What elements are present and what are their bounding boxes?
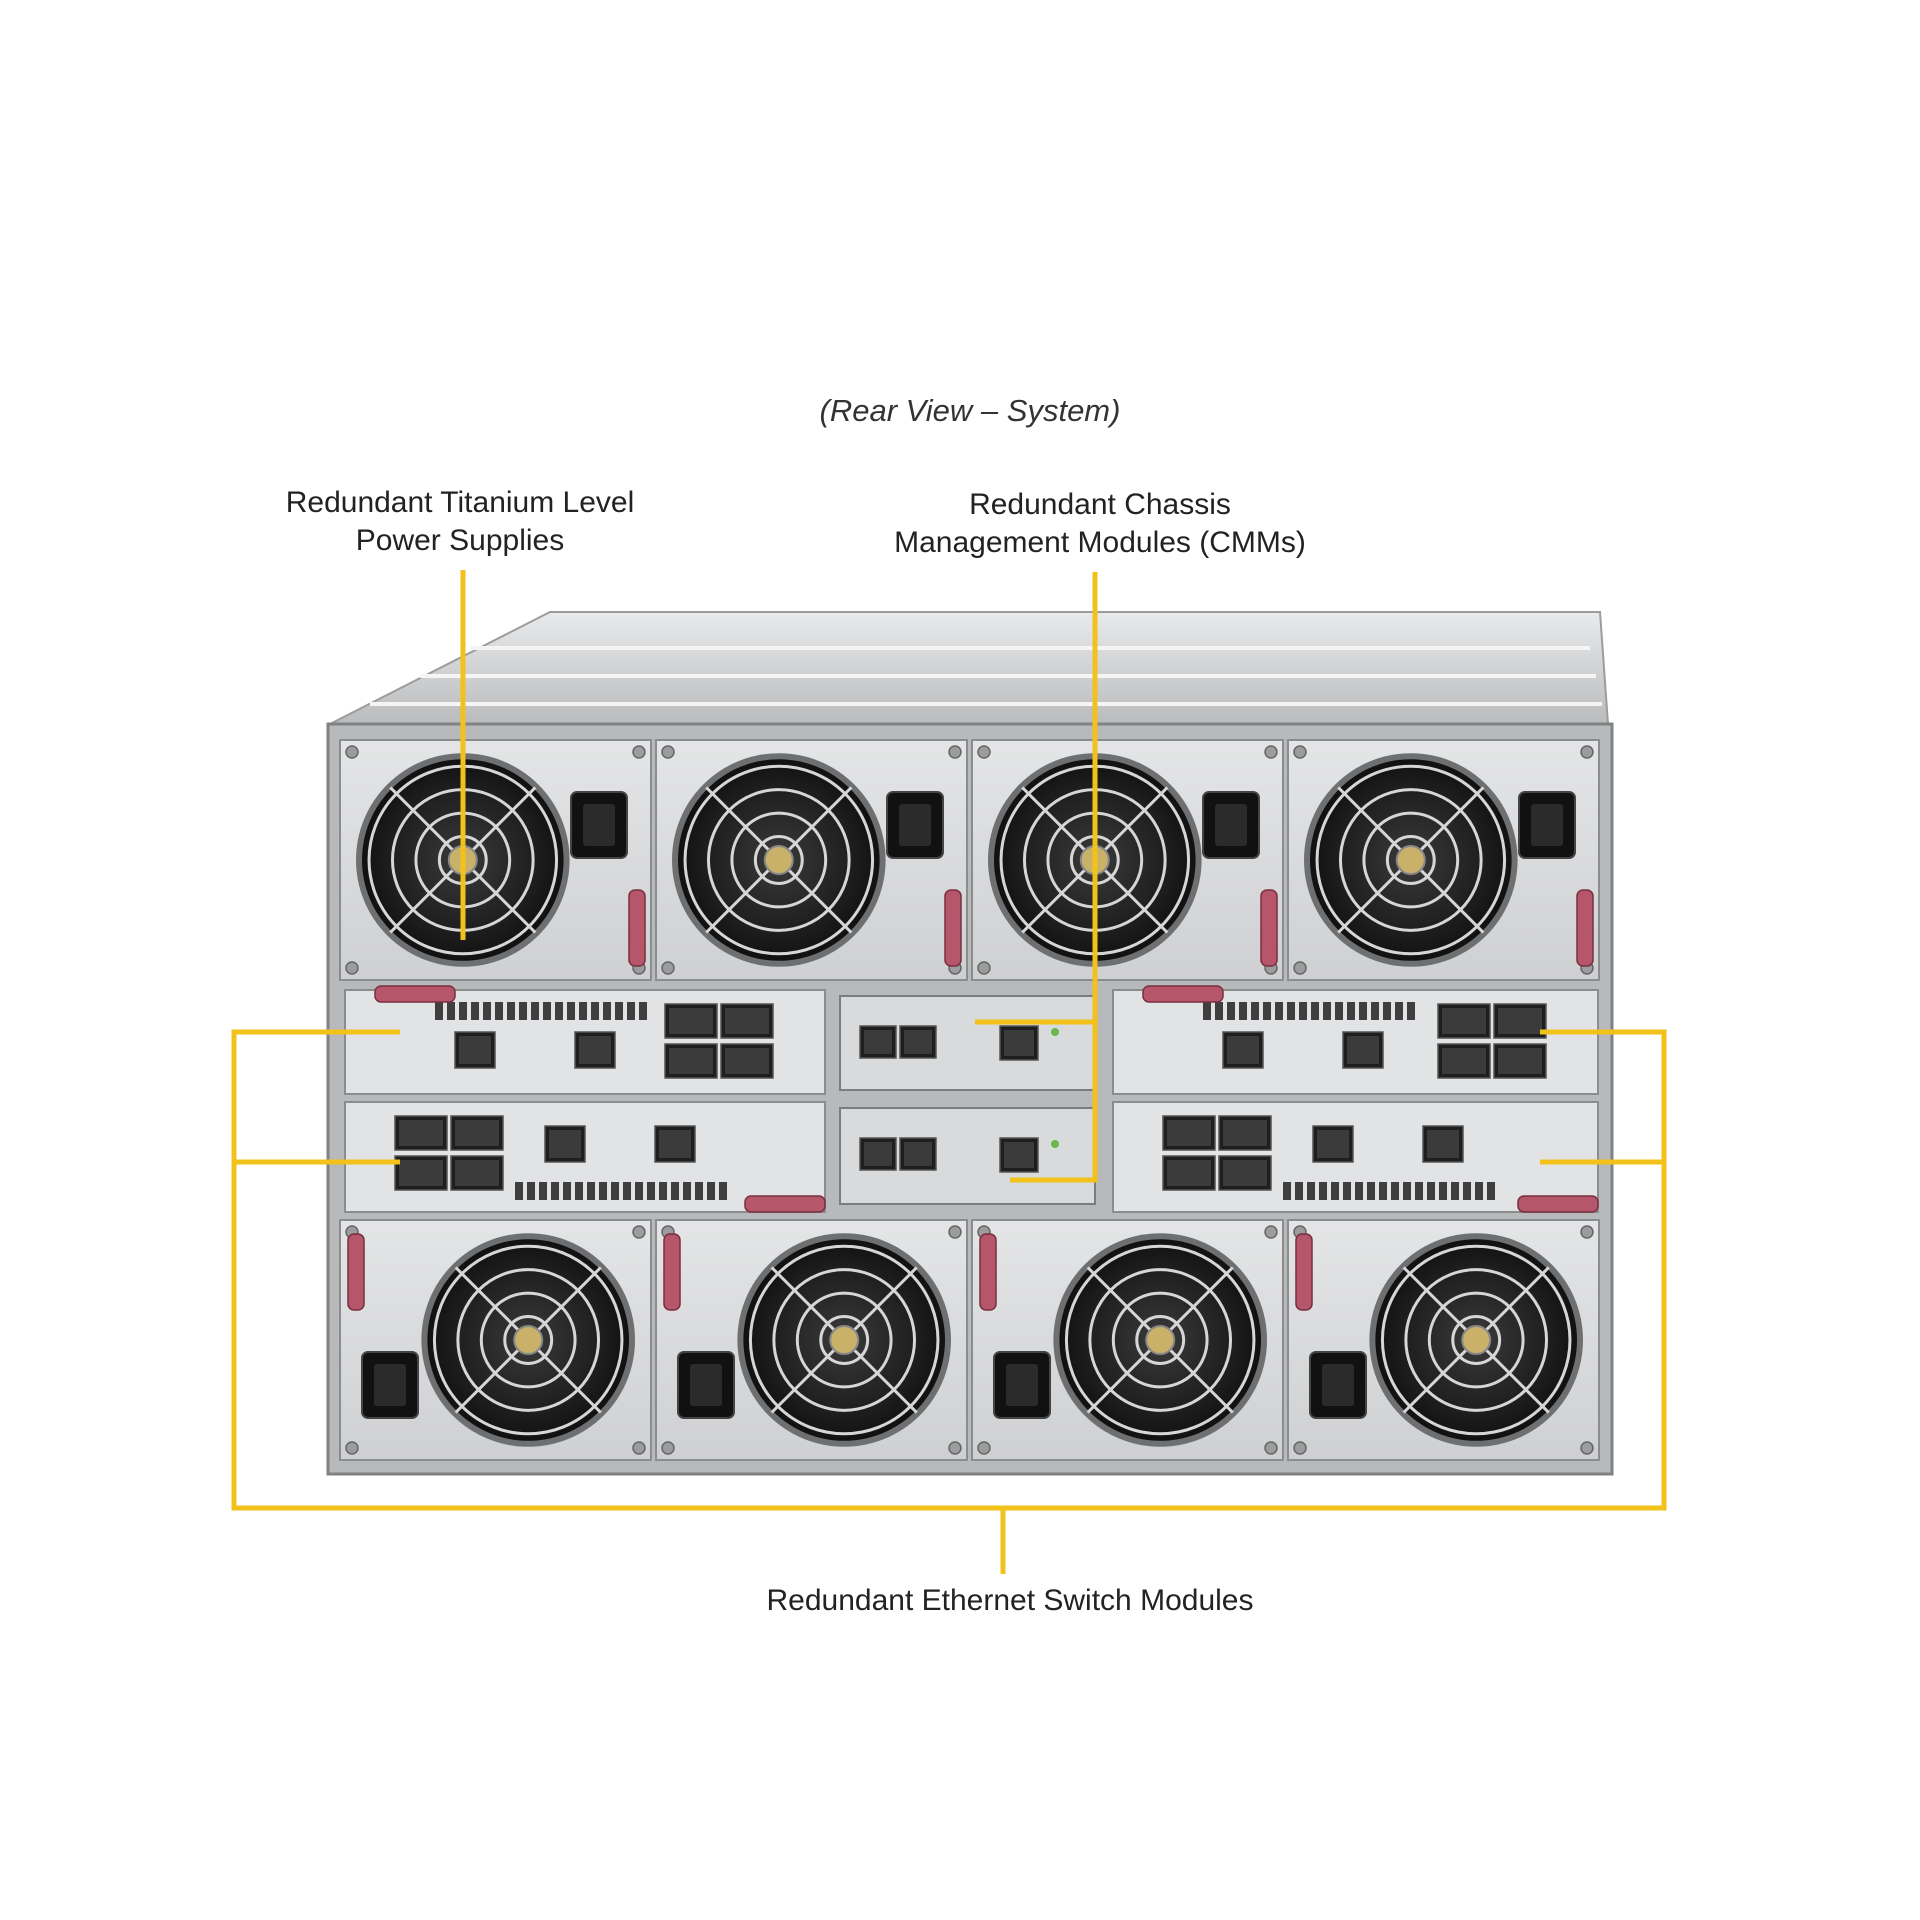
cmm-leader-line (1010, 572, 1098, 1183)
psu-top-4-fan (1304, 753, 1518, 967)
cmm-module-top (839, 995, 1096, 1091)
switch-module-bottom-right-latch (1517, 1195, 1599, 1213)
psu-top-3-handle (1260, 889, 1278, 967)
chassis-top (329, 611, 1610, 725)
switch-module-top-right (1112, 985, 1599, 1095)
switch-leader-left (231, 1029, 1667, 1511)
diagram-title-text: (Rear View – System) (819, 393, 1121, 428)
cmm-module-bottom (839, 1107, 1096, 1205)
psu-top-2-fan (672, 753, 886, 967)
psu-top-4 (1287, 739, 1600, 981)
cmm-callout-line-1: Redundant Chassis (969, 488, 1231, 521)
switch-callout-label: Redundant Ethernet Switch Modules (700, 1582, 1320, 1620)
psu-top-1 (339, 739, 652, 981)
psu-callout-line-1: Redundant Titanium Level (285, 486, 635, 519)
psu-bottom-4-handle (1295, 1233, 1313, 1311)
psu-top-3 (971, 739, 1284, 981)
cmm-callout-label: Redundant Chassis Management Modules (CM… (840, 486, 1360, 562)
switch-module-top-left-latch (374, 985, 456, 1003)
psu-bottom-2-handle (663, 1233, 681, 1311)
psu-bottom-1-fan (421, 1233, 635, 1447)
psu-bottom-3 (971, 1219, 1284, 1461)
psu-callout-line-2: Power Supplies (355, 524, 565, 557)
switch-module-bottom-left-latch (744, 1195, 826, 1213)
psu-bottom-2 (655, 1219, 968, 1461)
psu-bottom-3-handle (979, 1233, 997, 1311)
switch-module-top-left (344, 985, 826, 1095)
cmm-callout-line-2: Management Modules (CMMs) (894, 526, 1306, 559)
psu-top-2 (655, 739, 968, 981)
switch-module-bottom-left (344, 1101, 826, 1213)
switch-callout-line-1: Redundant Ethernet Switch Modules (766, 1584, 1254, 1617)
switch-module-bottom-right (1112, 1101, 1599, 1213)
psu-row-bottom (339, 1219, 1600, 1461)
psu-bottom-4 (1287, 1219, 1600, 1461)
leader-lines (231, 570, 1667, 1574)
psu-top-1-handle (628, 889, 646, 967)
diagram-title: (Rear View – System) (760, 392, 1180, 430)
psu-bottom-1 (339, 1219, 652, 1461)
psu-row-top (339, 739, 1600, 981)
psu-bottom-3-fan (1053, 1233, 1267, 1447)
psu-bottom-1-handle (347, 1233, 365, 1311)
psu-bottom-4-fan (1369, 1233, 1583, 1447)
module-row (344, 985, 1599, 1213)
psu-top-4-handle (1576, 889, 1594, 967)
psu-top-2-handle (944, 889, 962, 967)
switch-module-top-right-latch (1142, 985, 1224, 1003)
psu-callout-label: Redundant Titanium Level Power Supplies (220, 484, 700, 560)
psu-bottom-2-fan (737, 1233, 951, 1447)
